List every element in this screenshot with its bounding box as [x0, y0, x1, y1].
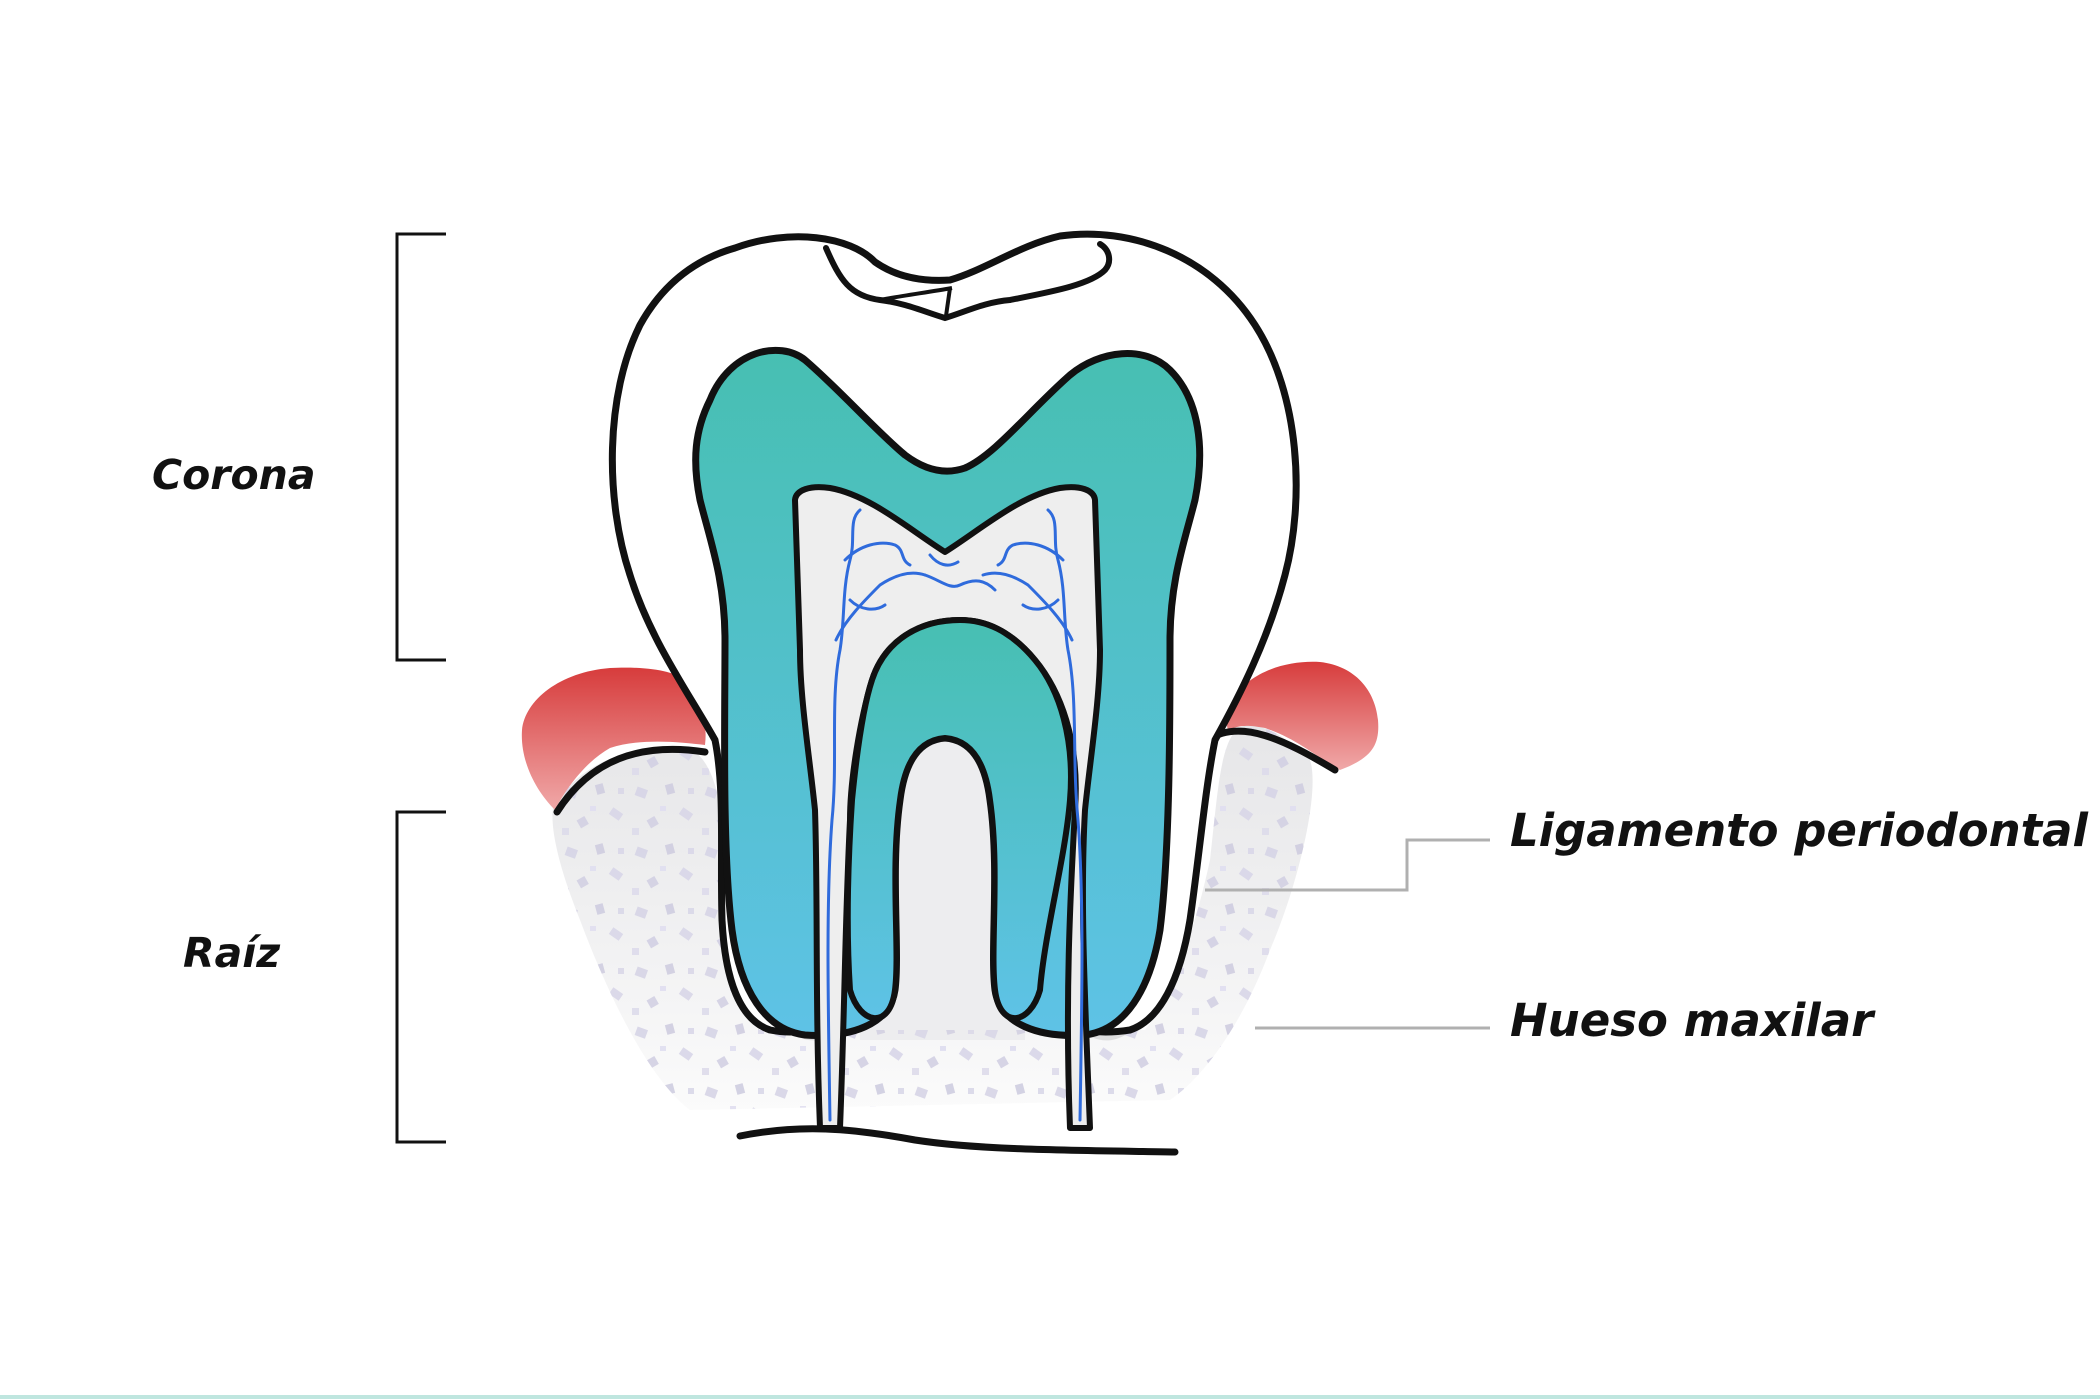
tooth	[608, 230, 1300, 1131]
leader-lines	[1205, 838, 1490, 1030]
pulp-nerves	[826, 508, 1084, 1122]
root-bracket	[395, 810, 446, 1144]
bottom-rule	[0, 1395, 2100, 1399]
periodontal-leader-line	[1205, 838, 1490, 892]
jaw-bone	[552, 725, 1313, 1110]
occlusal-fissure	[823, 241, 1113, 322]
label-root: Raíz	[183, 929, 281, 977]
label-crown: Corona	[152, 451, 316, 499]
gums	[521, 661, 1379, 1156]
label-periodontal-ligament: Ligamento periodontal	[1510, 804, 2089, 857]
label-jaw-bone: Hueso maxilar	[1510, 994, 1876, 1047]
crown-bracket	[395, 232, 446, 662]
